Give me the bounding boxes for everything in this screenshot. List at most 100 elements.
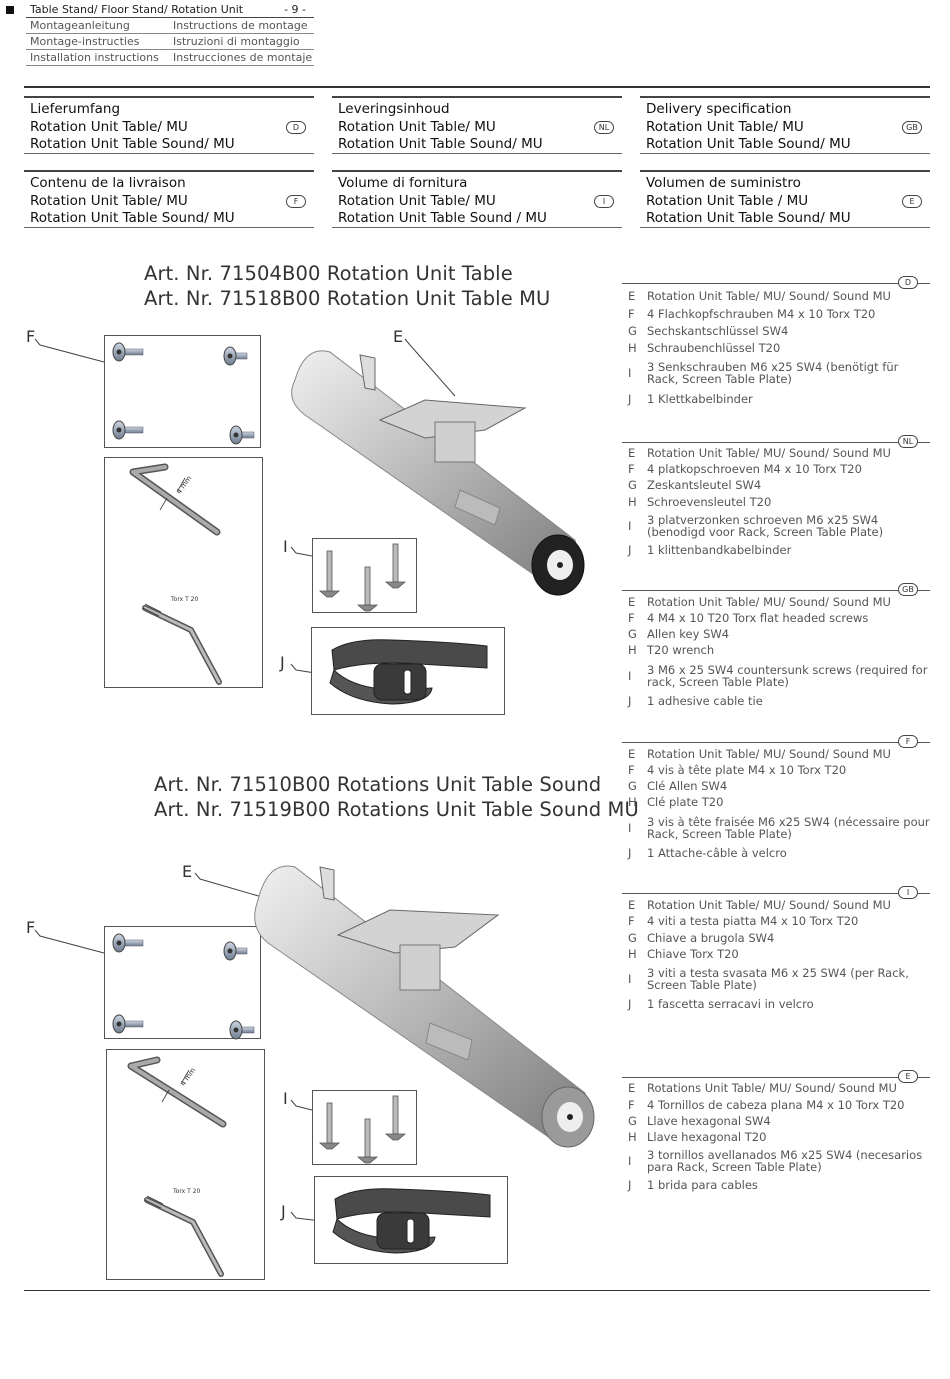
delivery-line: Rotation Unit Table/ MU <box>338 192 496 209</box>
header-lang-label: Instructions de montage <box>173 19 308 32</box>
figure-label-j: J <box>281 1202 286 1221</box>
item-key: I <box>628 972 632 986</box>
item-key: H <box>628 495 637 509</box>
wrench-size-label: 4 mm <box>179 1066 197 1087</box>
figure-label-i: I <box>283 1089 288 1108</box>
item-text: Zeskantsleutel SW4 <box>647 478 762 492</box>
delivery-title: Lieferumfang <box>30 101 121 117</box>
item-text: 4 platkopschroeven M4 x 10 Torx T20 <box>647 462 862 476</box>
flat-screw-icon <box>112 933 255 1040</box>
delivery-block-d: Lieferumfang Rotation Unit Table/ MU Rot… <box>24 96 314 154</box>
item-text: Chiave a brugola SW4 <box>647 931 775 945</box>
tools-box: 4 mm Torx T 20 <box>104 457 263 688</box>
allen-key-icon: 4 mm <box>127 1056 227 1128</box>
document-title: Table Stand/ Floor Stand/ Rotation Unit <box>30 3 244 16</box>
language-badge: GB <box>902 121 922 134</box>
language-badge: NL <box>594 121 614 134</box>
article-number: Art. Nr. 71519B00 Rotations Unit Table S… <box>154 798 639 821</box>
article-number: Art. Nr. 71510B00 Rotations Unit Table S… <box>154 773 602 796</box>
item-text: Schraubenchlüssel T20 <box>647 341 781 355</box>
item-text: 3 M6 x 25 SW4 countersunk screws (requir… <box>647 663 928 689</box>
article-number: Art. Nr. 71518B00 Rotation Unit Table MU <box>144 287 551 310</box>
header-lang-label: Montage-instructies <box>30 35 140 48</box>
item-text: 3 vis à tête fraisée M6 x25 SW4 (nécessa… <box>647 815 930 841</box>
language-badge: E <box>898 1070 918 1083</box>
delivery-line: Rotation Unit Table Sound/ MU <box>646 136 851 152</box>
delivery-block-gb: Delivery specification Rotation Unit Tab… <box>640 96 930 154</box>
delivery-title: Contenu de la livraison <box>30 175 186 191</box>
delivery-title: Delivery specification <box>646 101 792 117</box>
delivery-line: Rotation Unit Table Sound/ MU <box>646 210 851 226</box>
top-divider <box>24 86 930 88</box>
item-key: I <box>628 1154 632 1168</box>
item-text: 1 brida para cables <box>647 1178 758 1192</box>
language-badge: F <box>898 735 918 748</box>
torx-wrench-icon: Torx T 20 <box>142 596 222 685</box>
item-text: Rotation Unit Table/ MU/ Sound/ Sound MU <box>647 446 891 460</box>
section-divider <box>622 1077 930 1078</box>
item-text: 4 viti a testa piatta M4 x 10 Torx T20 <box>647 914 859 928</box>
item-key: G <box>628 324 637 338</box>
item-text: Schroevensleutel T20 <box>647 495 772 509</box>
flat-screws-box <box>104 926 261 1040</box>
item-text: 4 vis à tête plate M4 x 10 Torx T20 <box>647 763 847 777</box>
item-key: F <box>628 462 635 476</box>
language-badge: GB <box>898 583 918 596</box>
delivery-line: Rotation Unit Table/ MU <box>338 118 496 135</box>
item-key: J <box>628 1178 632 1192</box>
item-key: I <box>628 519 632 533</box>
language-badge: I <box>594 195 614 208</box>
countersunk-screws-box <box>312 1090 417 1165</box>
item-text: Chiave Torx T20 <box>647 947 739 961</box>
torx-label: Torx T 20 <box>172 1188 200 1195</box>
cable-tie-box <box>314 1176 508 1264</box>
item-key: E <box>628 446 636 460</box>
torx-wrench-icon: Torx T 20 <box>144 1188 224 1277</box>
item-text: 3 Senkschrauben M6 x25 SW4 (benötigt für… <box>647 360 899 386</box>
item-text: 4 M4 x 10 T20 Torx flat headed screws <box>647 611 869 625</box>
wrench-size-label: 4 mm <box>175 474 193 495</box>
cable-tie-box <box>311 627 505 715</box>
item-text: 4 Tornillos de cabeza plana M4 x 10 Torx… <box>647 1098 905 1112</box>
velcro-strap-icon <box>329 639 488 705</box>
item-key: I <box>628 821 632 835</box>
delivery-line: Rotation Unit Table Sound/ MU <box>30 136 235 152</box>
delivery-title: Volume di fornitura <box>338 175 468 191</box>
header-lang-label: Installation instructions <box>30 51 159 64</box>
rotation-unit-illustration <box>291 350 585 596</box>
bottom-divider <box>24 1290 930 1291</box>
header-lang-label: Montageanleitung <box>30 19 130 32</box>
item-text: 1 adhesive cable tie <box>647 694 763 708</box>
section-divider <box>622 590 930 591</box>
delivery-title: Volumen de suministro <box>646 175 801 191</box>
item-key: E <box>628 747 636 761</box>
header-row: Montage-instructies Istruzioni di montag… <box>26 34 314 50</box>
item-key: J <box>628 392 632 406</box>
header-lang-label: Istruzioni di montaggio <box>173 35 300 48</box>
item-key: F <box>628 307 635 321</box>
item-text: 1 Attache-câble à velcro <box>647 846 787 860</box>
item-text: 1 fascetta serracavi in velcro <box>647 997 814 1011</box>
item-text: 3 tornillos avellanados M6 x25 SW4 (nece… <box>647 1148 923 1174</box>
section-divider <box>622 283 930 284</box>
item-text: Rotation Unit Table/ MU/ Sound/ Sound MU <box>647 289 891 303</box>
item-text: 4 Flachkopfschrauben M4 x 10 Torx T20 <box>647 307 876 321</box>
section-divider <box>622 742 930 743</box>
delivery-line: Rotation Unit Table Sound/ MU <box>338 136 543 152</box>
language-badge: I <box>898 886 918 899</box>
countersunk-screw-icon <box>318 1095 407 1164</box>
figure-label-f: F <box>26 918 36 937</box>
item-key: J <box>628 543 632 557</box>
item-key: G <box>628 1114 637 1128</box>
item-key: J <box>628 997 632 1011</box>
delivery-block-i: Volume di fornitura Rotation Unit Table/… <box>332 170 622 228</box>
figure-label-e: E <box>393 327 404 346</box>
header-lang-label: Instrucciones de montaje <box>173 51 313 64</box>
language-badge: D <box>286 121 306 134</box>
figure-label-f: F <box>26 327 36 346</box>
item-key: G <box>628 779 637 793</box>
item-text: 3 platverzonken schroeven M6 x25 SW4 (be… <box>647 513 884 539</box>
